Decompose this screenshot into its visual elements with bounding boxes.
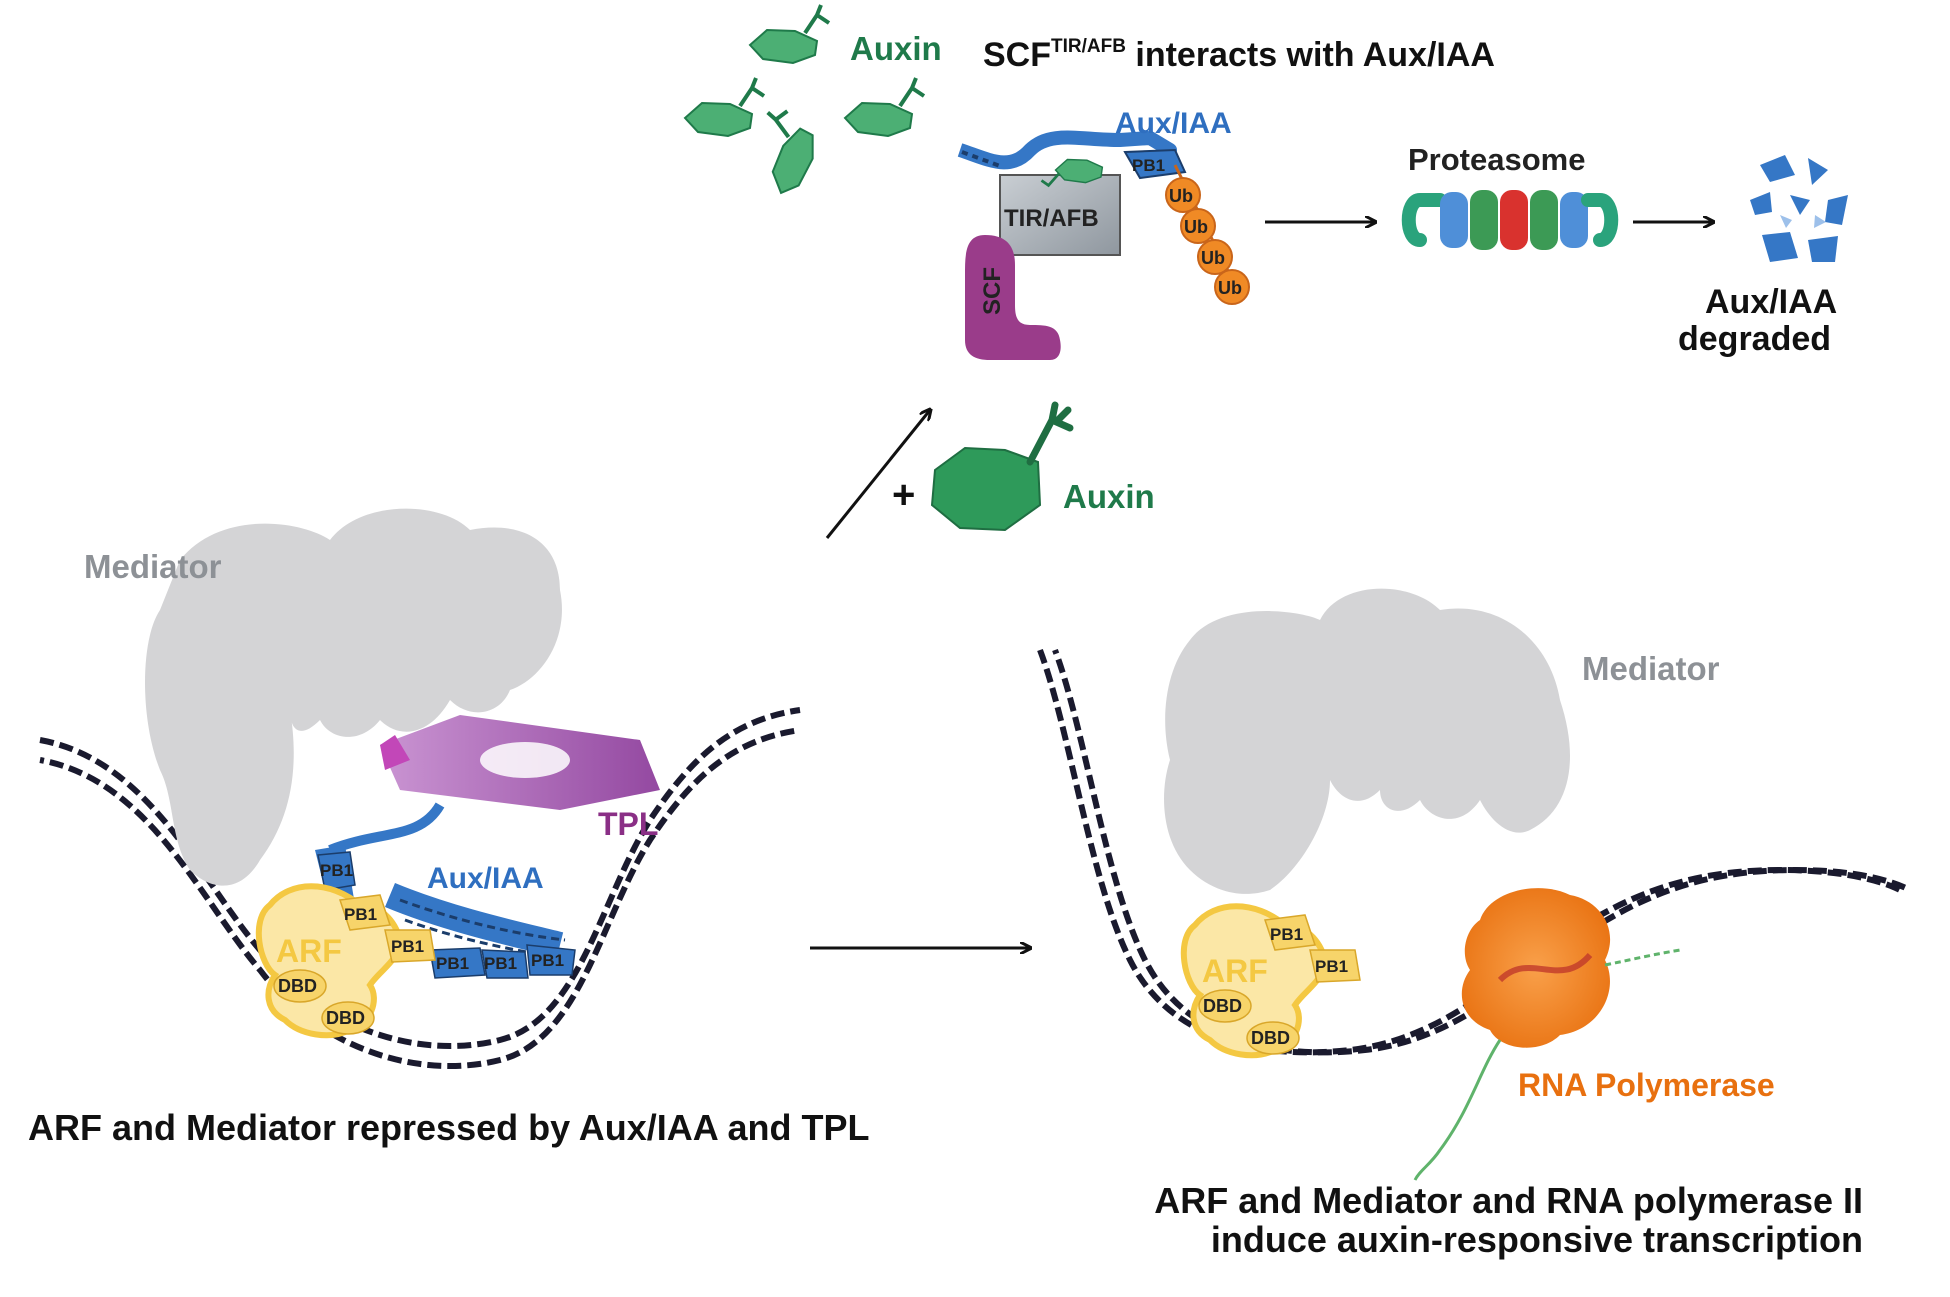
degraded-label-line1: Aux/IAA [1705,283,1837,321]
pb1-label-top: PB1 [1132,156,1165,175]
mediator-label-right: Mediator [1582,650,1720,687]
pb1-label: PB1 [320,861,353,880]
degraded-fragments-icon [1750,155,1848,262]
ub-bead [1214,269,1250,305]
auxin-molecule-icon [748,4,831,65]
proteasome-icon [1401,190,1619,250]
auxin-molecules-cluster [683,4,926,195]
scf-c-shape [965,235,1061,360]
plus-sign: + [892,473,915,517]
pb1-label: PB1 [1270,925,1303,944]
pb1-block-top [1123,148,1187,180]
mediator-right [1164,588,1570,894]
ub-label: Ub [1218,278,1242,298]
scf-title-rest: interacts with Aux/IAA [1126,36,1495,74]
caption-right-line1: ARF and Mediator and RNA polymerase II [1154,1180,1863,1221]
arf-right: PB1 PB1 DBD DBD [1180,903,1361,1059]
ub-label: Ub [1201,248,1225,268]
mediator-label-left: Mediator [84,548,222,585]
auxin-molecule-icon [683,77,766,138]
rna-polymerase-label: RNA Polymerase [1518,1067,1775,1103]
pb1-label: PB1 [344,905,377,924]
arf-label-left: ARF [276,933,342,969]
scf-complex: PB1 TIR/AFB SCF Ub Ub Ub Ub [957,130,1250,360]
caption-right-line2: induce auxin-responsive transcription [1211,1219,1863,1260]
pb1-label: PB1 [531,951,564,970]
pb1-label: PB1 [391,937,424,956]
auxin-label-top: Auxin [850,30,942,67]
aux-iaa-dashed-tail [961,150,1001,168]
ub-bead [1165,177,1201,213]
pb1-label: PB1 [484,954,517,973]
proteasome-label: Proteasome [1408,142,1585,177]
ub-bead [1180,208,1216,244]
auxin-label-mid: Auxin [1063,478,1155,515]
caption-left: ARF and Mediator repressed by Aux/IAA an… [28,1107,869,1148]
aux-iaa-label-left: Aux/IAA [427,862,544,895]
pb1-label: PB1 [1315,957,1348,976]
dna-helix-left [39,707,801,1069]
pb1-label: PB1 [436,954,469,973]
rna-polymerase [1413,888,1681,1181]
scf-title-main: SCF [983,36,1051,74]
dna-helix-right [1037,648,1912,1056]
scf-label: SCF [979,267,1006,315]
ubiquitin-chain: Ub Ub Ub Ub [1165,164,1250,305]
ub-bead [1197,239,1233,275]
tir-afb-label: TIR/AFB [1004,205,1099,232]
arrow-to-scf [825,410,930,539]
tpl-protein [380,715,660,810]
dbd-label: DBD [326,1008,365,1028]
auxin-molecule-icon [766,109,814,195]
ub-label: Ub [1169,186,1193,206]
ub-label: Ub [1184,217,1208,237]
arf-label-right: ARF [1202,953,1268,989]
dbd-label: DBD [1203,996,1242,1016]
pb1-chain-left: PB1 PB1 PB1 PB1 [317,851,576,979]
auxin-molecule-icon [843,77,926,138]
degraded-label-line2: degraded [1678,320,1831,358]
dbd-label: DBD [278,976,317,996]
dbd-label: DBD [1251,1028,1290,1048]
arf-left: PB1 PB1 DBD DBD [255,883,436,1039]
scf-title: SCFTIR/AFB interacts with Aux/IAA [983,36,1495,74]
tpl-label: TPL [598,806,658,842]
auxin-molecule-large-icon [930,401,1074,532]
scf-title-sup: TIR/AFB [1051,36,1126,57]
bound-auxin-icon [1040,158,1104,188]
aux-iaa-label-top: Aux/IAA [1115,107,1232,140]
mediator-left [145,508,562,886]
